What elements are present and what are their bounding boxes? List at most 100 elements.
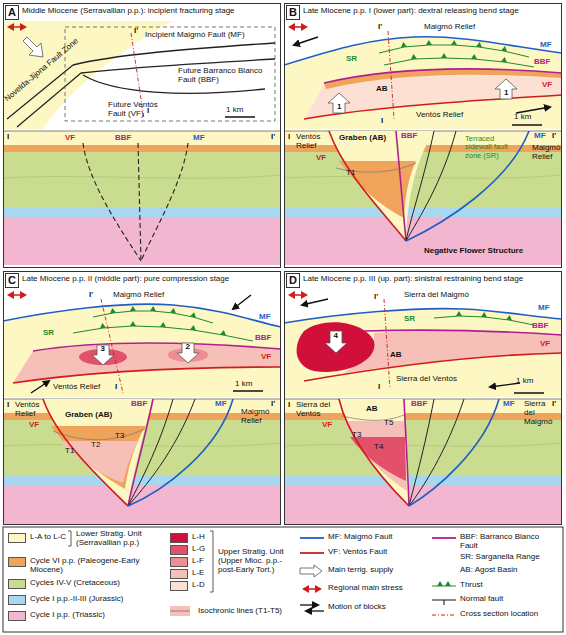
map-label: Maigmó Relief (113, 291, 164, 300)
map-label: I' (374, 293, 378, 302)
legend-swatch (170, 545, 188, 555)
legend-text: Cycle I p.p.-II-III (Jurassic) (30, 595, 165, 604)
legend-swatch (8, 611, 26, 621)
map-label: Ventós Relief (53, 383, 100, 392)
map-label: Maigmó Relief (241, 408, 271, 426)
legend-text: BBF: Barranco Blanco Fault (460, 533, 558, 551)
legend-text: Cycle VI p.p. (Paleogene-Early Miocene) (30, 557, 165, 575)
panel-letter: D (286, 273, 300, 288)
legend-text: Isochronic lines (T1-T5) (198, 607, 308, 616)
panel-title: Middle Miocene (Serravallian p.p.): inci… (22, 7, 235, 16)
map-label: Ventós Relief (15, 401, 47, 419)
panel-letter: B (286, 5, 300, 20)
panel-d-art (284, 289, 562, 525)
map-label: T2 (91, 441, 100, 450)
map-label: T4 (374, 443, 383, 452)
map-label: 3 (101, 345, 105, 354)
map-label: MF (534, 132, 546, 141)
map-label: T1 (65, 447, 74, 456)
map-label: I' (378, 23, 382, 32)
map-label: 1 km (235, 380, 252, 389)
panel-title: Late Miocene p.p. II (middle part): pure… (22, 275, 229, 284)
map-label: VF (261, 353, 271, 362)
map-label: I' (552, 132, 556, 141)
legend-swatch (170, 557, 188, 567)
map-label: 1 (337, 103, 341, 112)
map-label: Ventós Relief (296, 133, 328, 151)
legend-swatch (8, 595, 26, 605)
map-label: Sierra del Ventós (396, 375, 457, 384)
map-label: SR (346, 55, 357, 64)
legend-swatch (8, 533, 26, 543)
map-label: T3 (352, 431, 361, 440)
panel-title: Late Miocene p.p. I (lower part): dextra… (303, 7, 519, 16)
legend-text: Normal fault (460, 595, 503, 604)
legend-swatch (8, 557, 26, 567)
map-label: AB: Agost Basin (460, 566, 517, 575)
legend-text: L-G (192, 545, 205, 554)
legend-text: Thrust (460, 581, 483, 590)
stage-panel: DLate Miocene p.p. III (up. part): sinis… (284, 271, 562, 525)
map-label: Maigmó Relief (424, 23, 475, 32)
legend-text: Cross section location (460, 610, 538, 619)
map-label: BBF (115, 134, 131, 143)
legend-text: VF: Ventós Fault (328, 548, 387, 557)
legend-text: L-E (192, 569, 204, 578)
map-label: SR (404, 315, 415, 324)
legend-text: Motion of blocks (328, 603, 386, 612)
map-label: Graben (AB) (65, 411, 112, 420)
map-label: BBF (532, 322, 548, 331)
map-label: Maigmó Relief (532, 144, 560, 162)
map-label: MF (538, 304, 550, 313)
map-label: MF (259, 313, 271, 322)
map-label: I (147, 107, 149, 116)
map-label: I' (89, 291, 93, 300)
legend-text: Cycle I p.p. (Triassic) (30, 611, 165, 620)
legend-text: L-H (192, 533, 205, 542)
map-label: T3 (115, 432, 124, 441)
legend-art (3, 527, 563, 632)
map-label: 2 (186, 343, 190, 352)
legend-text: Cycles IV-V (Cretaceous) (30, 579, 165, 588)
panel-letter: C (5, 273, 19, 288)
map-label: MF (540, 41, 552, 50)
map-label: MF (215, 400, 227, 409)
map-label: 1 km (516, 377, 533, 386)
map-label: T5 (384, 419, 393, 428)
map-label: Terraced sidewall fault zone (SR) (465, 135, 517, 160)
panel-letter: A (5, 5, 19, 20)
map-label: VF (65, 134, 75, 143)
map-label: I (381, 117, 383, 126)
legend-text: Regional main stress (328, 584, 403, 593)
map-label: BBF (131, 400, 147, 409)
map-label: BBF (411, 400, 427, 409)
map-label: I (288, 401, 290, 410)
panel-a-art (3, 21, 281, 265)
map-label: I' (552, 400, 556, 409)
map-label: Sierra del Maigmó (404, 291, 469, 300)
legend-text: L-D (192, 581, 205, 590)
map-label: I' (134, 27, 138, 36)
map-label: Graben (AB) (339, 134, 386, 143)
map-label: Incipient Maigmó Fault (MF) (145, 31, 245, 40)
map-label: I (115, 383, 117, 392)
stage-panel: AMiddle Miocene (Serravallian p.p.): inc… (3, 3, 281, 268)
map-label: VF (29, 421, 39, 430)
map-label: 1 (504, 89, 508, 98)
stage-panel: BLate Miocene p.p. I (lower part): dextr… (284, 3, 562, 268)
map-label: BBF (534, 58, 550, 67)
map-label: 4 (334, 332, 338, 341)
map-label: I' (271, 400, 275, 409)
legend-swatch (8, 579, 26, 589)
panel-b-art (284, 21, 562, 265)
legend-text: L-F (192, 557, 204, 566)
panel-c-art (3, 289, 281, 525)
map-label: VF (316, 154, 326, 163)
legend-swatch (170, 581, 188, 591)
map-label: MF (193, 134, 205, 143)
map-label: I' (271, 133, 275, 142)
map-label: AB (390, 351, 402, 360)
legend-text: L-A to L-C (30, 533, 68, 542)
map-label: I (7, 133, 9, 142)
map-label: MF (503, 400, 515, 409)
